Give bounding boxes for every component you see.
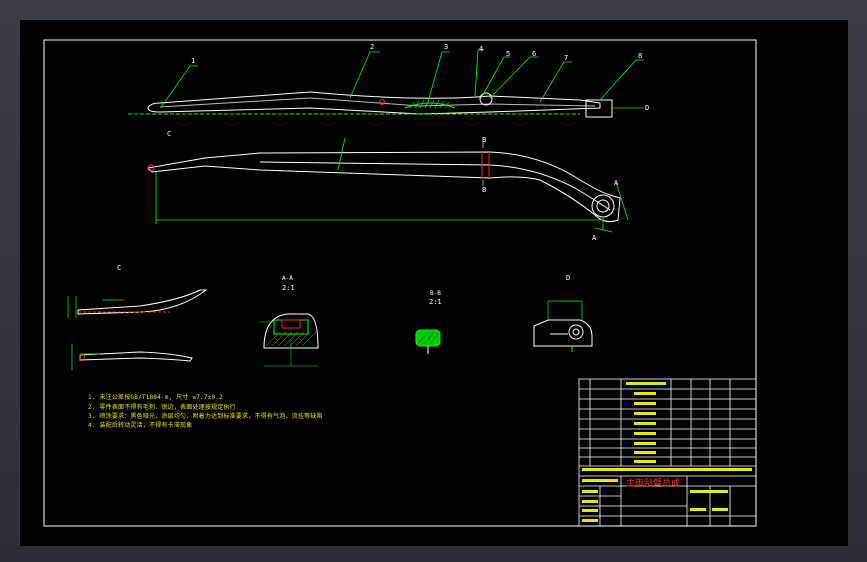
- balloon-6: 6: [532, 50, 537, 58]
- top-view-arm: [128, 91, 613, 118]
- section-aa-label: A-A: [282, 275, 293, 282]
- detail-d-dims: [547, 300, 583, 320]
- balloon-3: 3: [444, 43, 449, 51]
- balloon-8: 8: [638, 52, 643, 60]
- cut-marker-b-bottom: B: [482, 186, 487, 194]
- detail-c-dims: [67, 296, 124, 370]
- balloon-1: 1: [191, 57, 196, 65]
- note-2: 2. 零件表面不得有毛刺、锐边，表面处理按规定执行: [88, 404, 236, 411]
- parts-list-text-marks: [582, 382, 752, 522]
- section-aa-scale: 2:1: [282, 284, 295, 292]
- cut-marker-b-top: B: [482, 136, 487, 144]
- detail-c-label: C: [117, 264, 122, 272]
- front-view-arm: [146, 151, 621, 223]
- drawing-title: 主雨刮臂总成: [626, 479, 681, 489]
- section-bb-scale: 2:1: [429, 298, 442, 306]
- cut-marker-c: C: [167, 130, 172, 138]
- detail-d-label: D: [566, 274, 571, 282]
- cut-marker-a-bottom: A: [592, 234, 597, 242]
- note-1: 1. 未注公差按GB/T1804-m, 尺寸 ≤7.7±0.2: [88, 394, 223, 401]
- section-bb-label: B-B: [430, 290, 441, 297]
- balloon-leaders: [161, 49, 644, 109]
- knurl-hatch: [409, 99, 450, 109]
- section-aa: [263, 313, 319, 349]
- note-3: 3. 喷涂要求：黑色哑光，涂层均匀，附着力达到标准要求，不得有气泡、流挂等缺陷: [88, 413, 323, 420]
- cut-marker-d: D: [645, 104, 650, 112]
- drawing-svg: [43, 39, 757, 527]
- balloon-2: 2: [370, 43, 375, 51]
- overall-length-dimension: [155, 137, 629, 233]
- detail-d: [533, 319, 593, 352]
- cad-canvas[interactable]: 1 2 3 4 5 6 7 8 C D A A B B C A-A 2:1 B-…: [20, 20, 848, 546]
- section-bb: [415, 329, 441, 354]
- detail-c: [77, 289, 208, 362]
- title-block: [578, 378, 757, 527]
- balloon-7: 7: [564, 54, 569, 62]
- balloon-5: 5: [506, 50, 511, 58]
- section-aa-hatch: [260, 321, 318, 367]
- balloon-4: 4: [479, 45, 484, 53]
- note-4: 4. 装配后转动灵活，不得有卡滞现象: [88, 422, 193, 429]
- cut-marker-a-top: A: [614, 179, 619, 187]
- sheet-border: [43, 39, 757, 527]
